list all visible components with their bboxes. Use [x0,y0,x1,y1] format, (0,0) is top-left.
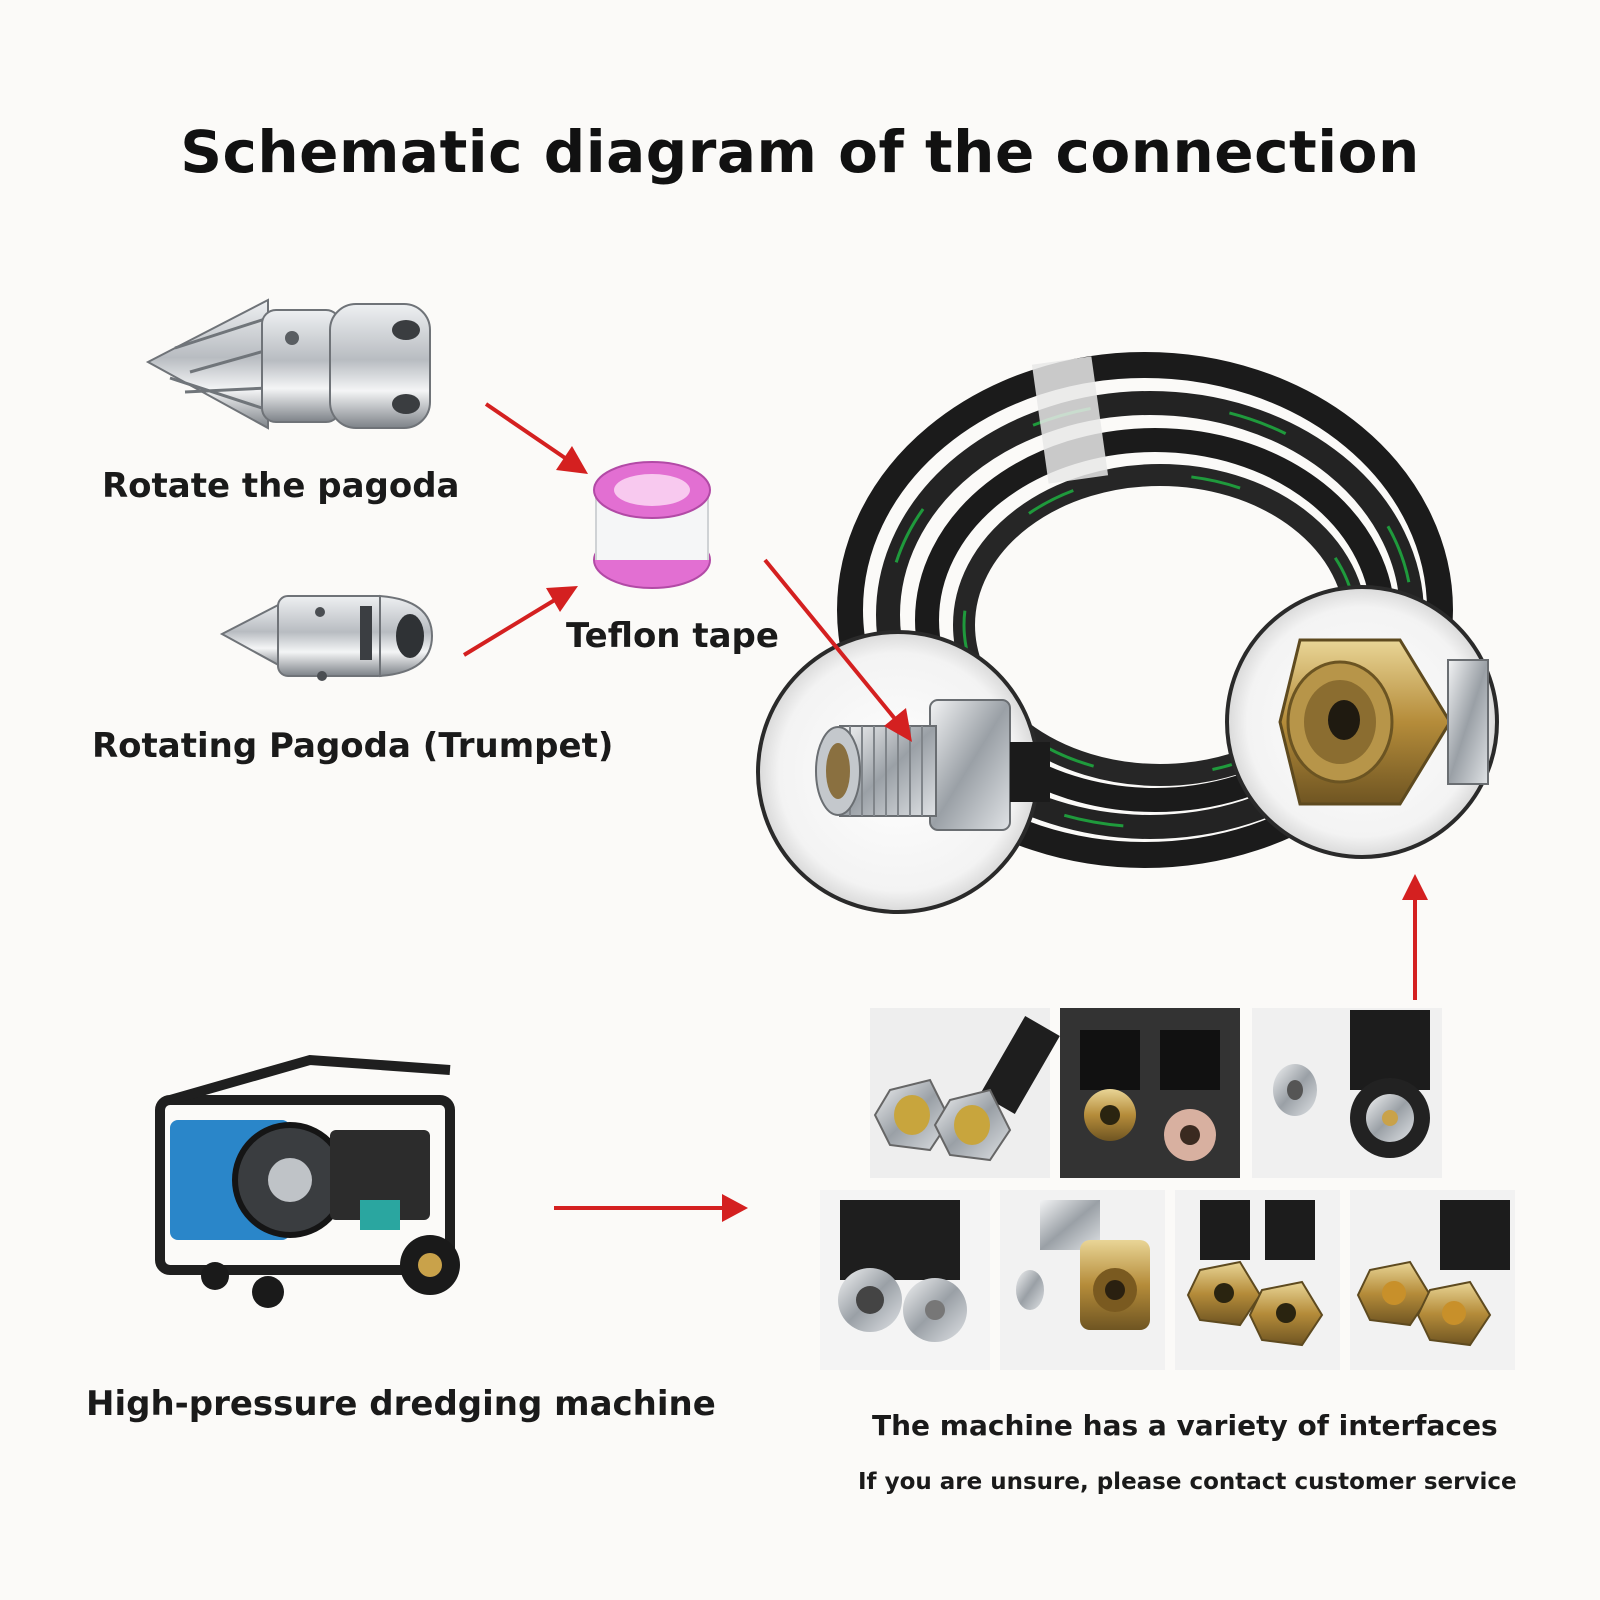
trumpet-nozzle-icon [219,594,434,681]
interface-tile [1350,1190,1515,1370]
page-title: Schematic diagram of the connection [180,118,1420,186]
arrow-trumpet-to-tape [462,586,578,657]
label-teflon-tape: Teflon tape [566,616,779,656]
arrow-tape-to-fitting [763,558,912,742]
label-dredging-machine: High-pressure dredging machine [86,1384,716,1424]
label-contact-service: If you are unsure, please contact custom… [858,1469,1517,1495]
interface-tile [1175,1190,1340,1370]
drill-nozzle-icon [145,298,431,430]
label-interfaces: The machine has a variety of interfaces [872,1409,1498,1442]
label-rotating-pagoda-trumpet: Rotating Pagoda (Trumpet) [92,726,614,766]
interface-tile [1060,1008,1240,1178]
teflon-tape-icon [593,461,711,589]
interface-tile [870,1008,1060,1178]
arrow-interfaces-to-hose [1402,874,1428,1000]
interfaces-grid [820,1008,1515,1370]
interface-tile [820,1190,990,1370]
arrow-pagoda-to-tape [484,402,588,474]
interface-tile [1000,1190,1165,1370]
female-nut-fitting-icon [1225,585,1499,859]
pressure-washer-icon [155,1054,460,1308]
label-rotate-pagoda: Rotate the pagoda [102,466,460,506]
male-thread-fitting-icon [756,630,1050,914]
interface-tile [1252,1008,1442,1178]
arrow-machine-to-interfaces [554,1194,748,1222]
